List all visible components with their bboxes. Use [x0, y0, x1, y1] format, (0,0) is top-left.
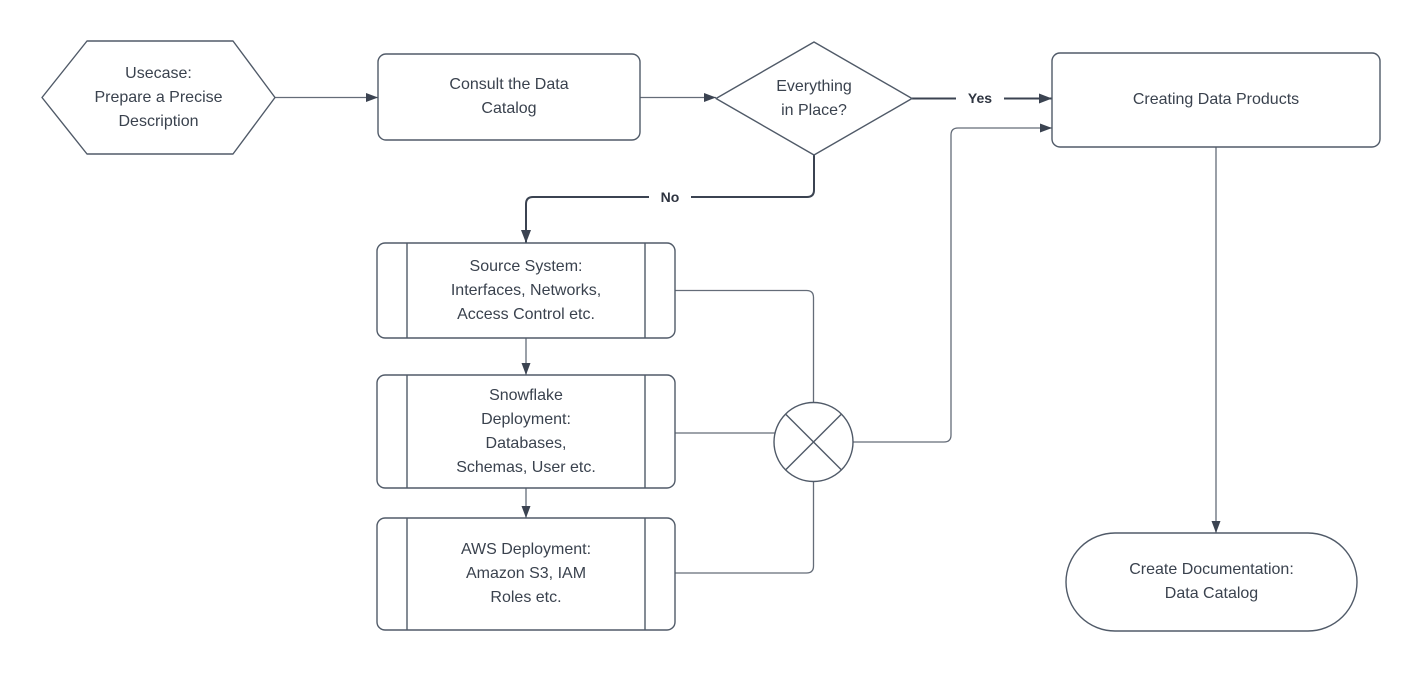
xor-junction-icon [773, 401, 854, 483]
edge-source-to-junction [675, 289, 815, 403]
creating-process-shape [1051, 52, 1381, 148]
decision-diamond-shape [715, 41, 913, 156]
source-predefined-process-shape [376, 242, 676, 339]
docs-terminator-shape [1065, 532, 1358, 632]
snowflake-predefined-process-shape [376, 374, 676, 489]
consult-process-shape [377, 53, 641, 141]
aws-predefined-process-shape [376, 517, 676, 631]
edges-layer [275, 93, 1221, 574]
nodes-layer [41, 40, 1381, 632]
usecase-hexagon-shape [41, 40, 276, 155]
edge-aws-to-junction [675, 481, 815, 574]
edge-junction-to-creating [853, 123, 1052, 443]
edge-decision-no [521, 155, 815, 243]
